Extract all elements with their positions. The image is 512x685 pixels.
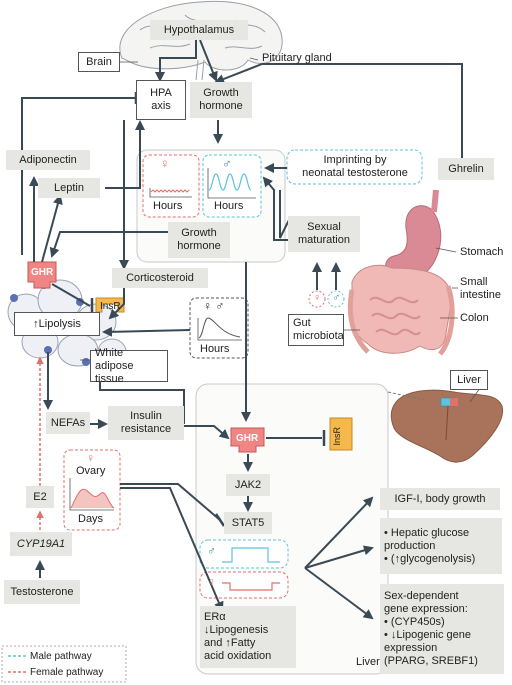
ovary-label: Ovary — [76, 465, 106, 477]
e2-box: E2 — [26, 486, 54, 508]
cortico-symbols-label: ♀ ♂ — [203, 299, 225, 313]
growth-hormone-mid-label: Growth hormone — [177, 227, 221, 252]
hours-cortico-label: Hours — [200, 343, 230, 355]
liver-organ-label: Liver — [457, 373, 481, 386]
adiponectin-label: Adiponectin — [19, 153, 77, 166]
growth-hormone-top-box: Growth hormone — [190, 82, 252, 118]
sexual-maturation-label: Sexual maturation — [298, 221, 350, 246]
growth-hormone-mid-box: Growth hormone — [168, 222, 230, 258]
ghr-adipose-receptor — [27, 261, 57, 289]
e2-label: E2 — [33, 490, 47, 503]
legend-female-label: Female pathway — [30, 667, 104, 678]
corticosteroid-box: Corticosteroid — [112, 268, 208, 288]
brain-label: Brain — [86, 55, 112, 68]
sex-dependent-label: Sex-dependent gene expression: • (CYP450… — [384, 590, 478, 667]
stat5-label: STAT5 — [231, 516, 265, 529]
ghrelin-label: Ghrelin — [448, 162, 484, 175]
jak2-label: JAK2 — [234, 478, 262, 491]
stomach-label: Stomach — [460, 246, 504, 258]
ghr-adipose-label: GHR — [31, 267, 54, 278]
gut-female-circle — [308, 290, 326, 308]
insr-adipose-label: InsR — [100, 301, 121, 312]
leptin-box: Leptin — [38, 178, 100, 198]
digestive-tract-icon — [347, 189, 455, 356]
imprinting-label: Imprinting by neonatal testosterone — [302, 154, 408, 179]
insr-liver-receptor — [329, 417, 353, 451]
insulin-resistance-label: Insulin resistance — [120, 410, 172, 435]
adiponectin-box: Adiponectin — [6, 150, 90, 170]
growth-hormone-top-label: Growth hormone — [199, 87, 243, 112]
corticosteroid-label: Corticosteroid — [126, 271, 194, 284]
ghr-liver-label: GHR — [236, 433, 259, 444]
male-gh-trace — [208, 173, 252, 191]
era-label: ERα ↓Lipogenesis and ↑Fatty acid oxidati… — [204, 611, 272, 662]
hepatic-glucose-label: • Hepatic glucose production • (↑glycoge… — [384, 526, 476, 565]
insr-liver-label: InsR — [332, 427, 342, 446]
gh-male-symbol: ♂ — [222, 156, 232, 171]
gut-microbiota-label: Gut microbiota — [293, 317, 344, 342]
testosterone-box: Testosterone — [4, 580, 80, 604]
white-adipose-tissue-box: White adipose tissue — [90, 347, 168, 385]
white-adipose-tissue-label: White adipose tissue — [95, 346, 134, 385]
brain-label-box: Brain — [78, 52, 120, 72]
liver-panel-label: Liver — [356, 656, 380, 668]
pituitary-gland-label: Pituitary gland — [262, 52, 332, 64]
colon-label: Colon — [460, 312, 489, 324]
legend-male-label: Male pathway — [30, 651, 92, 662]
hpa-axis-box: HPA axis — [136, 80, 186, 120]
cyp19a1-label: CYP19A1 — [16, 537, 66, 550]
male-gh-pulse-box — [202, 154, 262, 218]
hypothalamus-label: Hypothalamus — [163, 23, 235, 36]
nefas-box: NEFAs — [46, 412, 90, 434]
stat5-male-symbol: ♂ — [207, 544, 216, 558]
insulin-resistance-box: Insulin resistance — [108, 406, 184, 440]
hpa-axis-label: HPA axis — [150, 87, 172, 112]
female-gh-axes — [149, 188, 192, 198]
female-gh-pulse-box — [142, 154, 200, 218]
cyp19a1-box: CYP19A1 — [10, 532, 72, 556]
lipolysis-label: ↑Lipolysis — [33, 317, 81, 330]
igf1-box: IGF-I, body growth — [380, 488, 500, 510]
hours-female-label: Hours — [153, 200, 183, 212]
gut-male-symbol: ♂ — [332, 292, 341, 304]
liver-organ-icon — [390, 389, 504, 463]
stat5-female-symbol: ♀ — [207, 575, 216, 589]
lipolysis-box: ↑Lipolysis — [14, 312, 100, 336]
jak2-box: JAK2 — [226, 474, 270, 496]
gh-female-symbol: ♀ — [160, 156, 170, 171]
gut-microbiota-box: Gut microbiota — [288, 314, 344, 346]
ghrelin-box: Ghrelin — [438, 158, 494, 180]
male-gh-axes — [207, 168, 256, 199]
hepatic-glucose-box: • Hepatic glucose production • (↑glycoge… — [380, 518, 502, 574]
hours-male-label: Hours — [214, 200, 244, 212]
gut-male-circle — [327, 290, 345, 308]
liver-organ-label-box: Liver — [450, 370, 488, 390]
hypothalamus-box: Hypothalamus — [150, 20, 248, 40]
leptin-label: Leptin — [54, 181, 84, 194]
sex-dependent-box: Sex-dependent gene expression: • (CYP450… — [380, 584, 504, 674]
testosterone-label: Testosterone — [10, 585, 74, 598]
igf1-label: IGF-I, body growth — [394, 492, 486, 505]
ovary-female-symbol: ♀ — [86, 451, 95, 465]
cortico-box — [189, 297, 249, 359]
nefas-label: NEFAs — [50, 416, 86, 429]
ghr-liver-receptor — [230, 427, 265, 453]
small-intestine-label: Small intestine — [460, 276, 501, 301]
gut-female-symbol: ♀ — [313, 292, 322, 304]
legend-frame — [1, 645, 127, 683]
days-label: Days — [78, 513, 104, 525]
sexual-maturation-box: Sexual maturation — [288, 216, 360, 252]
stat5-box: STAT5 — [224, 512, 272, 534]
era-box: ERα ↓Lipogenesis and ↑Fatty acid oxidati… — [200, 606, 296, 668]
stat5-male-box — [199, 539, 289, 569]
female-gh-trace — [150, 189, 190, 193]
stat5-female-box — [199, 571, 289, 599]
